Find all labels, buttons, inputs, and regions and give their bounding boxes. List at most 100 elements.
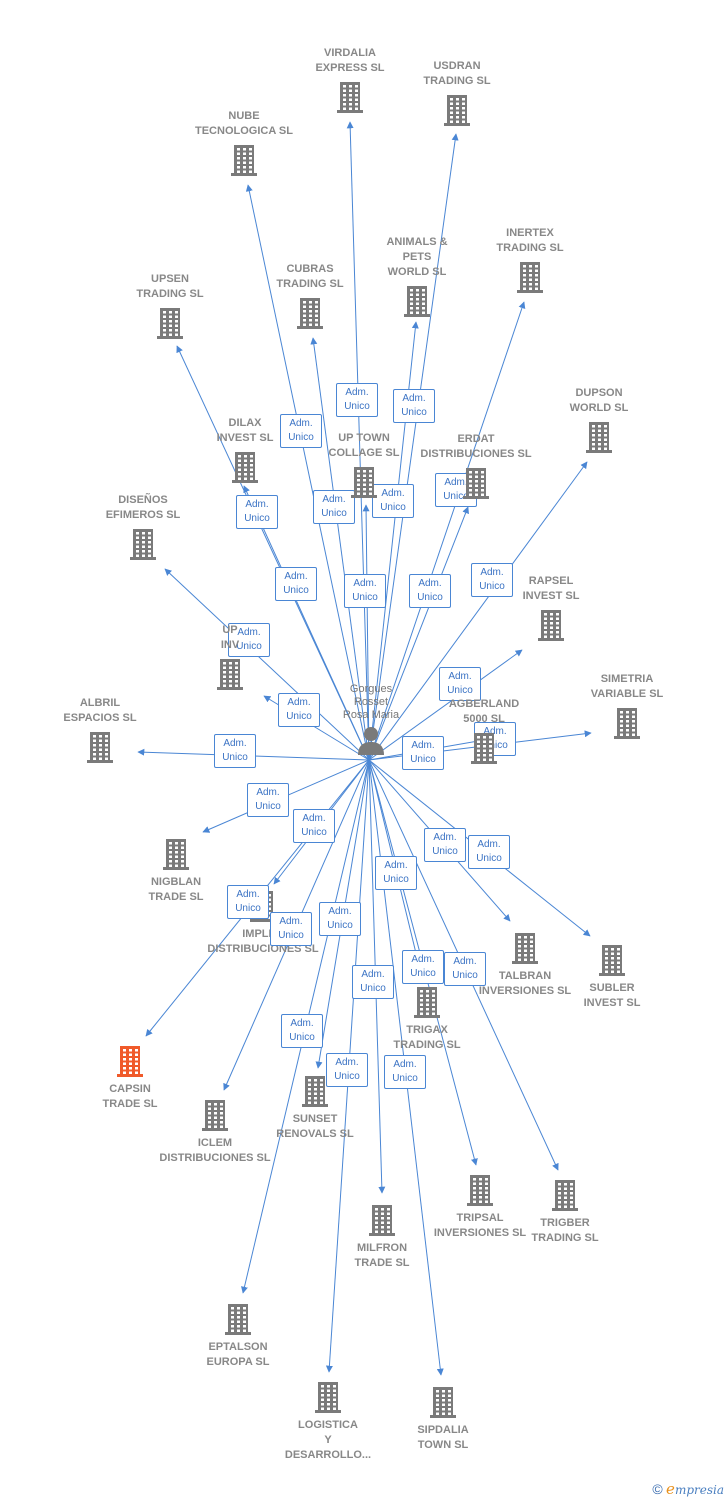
role-badge-capsin[interactable]: Adm. Unico (227, 885, 269, 919)
company-name: IMPLEN DISTRIBUCIONES SL (207, 928, 319, 955)
company-node-milfron[interactable]: MILFRON TRADE SL (307, 1203, 457, 1271)
role-badge-sunset[interactable]: Adm. Unico (319, 902, 361, 936)
role-badge-trigax[interactable]: Adm. Unico (375, 856, 417, 890)
company-node-iclem[interactable]: ICLEM DISTRIBUCIONES SL (140, 1098, 290, 1166)
role-badge-rapsel[interactable]: Adm. Unico (439, 667, 481, 701)
company-name: TRIPSAL INVERSIONES SL (433, 1212, 527, 1239)
edge-usdran (368, 133, 459, 761)
role-badge-uptown[interactable]: Adm. Unico (344, 574, 386, 608)
role-badge-upinv[interactable]: Adm. Unico (278, 693, 320, 727)
company-node-simetria[interactable]: SIMETRIA VARIABLE SL (552, 672, 702, 740)
building-icon (163, 839, 189, 870)
company-node-subler[interactable]: SUBLER INVEST SL (537, 943, 687, 1011)
role-badge-iclem[interactable]: Adm. Unico (270, 912, 312, 946)
building-icon (297, 298, 323, 329)
company-node-sunset[interactable]: SUNSET RENOVALS SL (240, 1074, 390, 1142)
company-node-rapsel[interactable]: RAPSEL INVEST SL (476, 574, 626, 642)
company-node-inertex[interactable]: INERTEX TRADING SL (455, 226, 605, 294)
role-badge-albril[interactable]: Adm. Unico (214, 734, 256, 768)
person-node[interactable]: Gorgues Rosset Rosa Maria (316, 683, 426, 758)
edge-rapsel (368, 649, 523, 761)
company-node-dilax[interactable]: DILAX INVEST SL (170, 416, 320, 484)
company-node-usdran[interactable]: USDRAN TRADING SL (382, 59, 532, 127)
building-icon (351, 467, 377, 498)
role-badge-erdat[interactable]: Adm. Unico (409, 574, 451, 608)
building-icon (217, 659, 243, 690)
company-name: ICLEM DISTRIBUCIONES SL (159, 1137, 271, 1164)
company-name: SIPDALIA TOWN SL (417, 1424, 469, 1451)
edge-disenos (164, 568, 370, 761)
company-name: TRIGBER TRADING SL (531, 1217, 599, 1244)
building-icon (302, 1076, 328, 1107)
role-badge-milfron[interactable]: Adm. Unico (352, 965, 394, 999)
company-node-trigber[interactable]: TRIGBER TRADING SL (490, 1178, 640, 1246)
role-badge-sipdalia[interactable]: Adm. Unico (384, 1055, 426, 1089)
company-name: SUBLER INVEST SL (583, 982, 641, 1009)
building-icon (463, 468, 489, 499)
role-badge-implen[interactable]: Adm. Unico (293, 809, 335, 843)
building-icon (87, 732, 113, 763)
building-icon (202, 1100, 228, 1131)
role-badge-trigber[interactable]: Adm. Unico (444, 952, 486, 986)
company-node-nigblan[interactable]: NIGBLAN TRADE SL (101, 837, 251, 905)
building-icon (517, 262, 543, 293)
role-badge-dupson[interactable]: Adm. Unico (471, 563, 513, 597)
role-badge-subler[interactable]: Adm. Unico (468, 835, 510, 869)
building-icon (157, 308, 183, 339)
role-badge-logistica[interactable]: Adm. Unico (326, 1053, 368, 1087)
role-badge-agberland[interactable]: Adm. Unico (402, 736, 444, 770)
company-node-trigax[interactable]: TRIGAX TRADING SL (352, 985, 502, 1053)
company-node-nube[interactable]: NUBE TECNOLOGICA SL (169, 109, 319, 177)
company-name: TRIGAX TRADING SL (393, 1024, 461, 1051)
company-node-eptalson[interactable]: EPTALSON EUROPA SL (163, 1302, 313, 1370)
company-node-erdat[interactable]: ERDAT DISTRIBUCIONES SL (401, 432, 551, 500)
role-badge-virdalia[interactable]: Adm. Unico (336, 383, 378, 417)
building-icon (586, 422, 612, 453)
role-badge-tripsal[interactable]: Adm. Unico (402, 950, 444, 984)
company-node-upsen[interactable]: UPSEN TRADING SL (95, 272, 245, 340)
role-badge-dilax[interactable]: Adm. Unico (275, 567, 317, 601)
building-icon (130, 529, 156, 560)
role-badge-animals[interactable]: Adm. Unico (372, 484, 414, 518)
company-node-virdalia[interactable]: VIRDALIA EXPRESS SL (275, 46, 425, 114)
edge-nube (245, 184, 370, 761)
role-badge-disenos[interactable]: Adm. Unico (228, 623, 270, 657)
building-icon (231, 145, 257, 176)
company-node-talbran[interactable]: TALBRAN INVERSIONES SL (450, 931, 600, 999)
company-node-albril[interactable]: ALBRIL ESPACIOS SL (25, 696, 175, 764)
building-icon (538, 610, 564, 641)
company-name: AGBERLAND 5000 SL (448, 698, 520, 725)
person-icon (358, 727, 384, 755)
company-node-disenos[interactable]: DISEÑOS EFIMEROS SL (68, 493, 218, 561)
company-name: ALBRIL ESPACIOS SL (63, 697, 137, 724)
building-icon (512, 933, 538, 964)
company-node-agberland[interactable]: AGBERLAND 5000 SL (409, 697, 559, 765)
company-node-tripsal[interactable]: TRIPSAL INVERSIONES SL (405, 1173, 555, 1241)
building-icon (471, 733, 497, 764)
company-name: TALBRAN INVERSIONES SL (478, 970, 572, 997)
role-badge-cubras[interactable]: Adm. Unico (313, 490, 355, 524)
role-badge-upsen[interactable]: Adm. Unico (236, 495, 278, 529)
role-badge-usdran[interactable]: Adm. Unico (393, 389, 435, 423)
company-node-animals[interactable]: ANIMALS & PETS WORLD SL (342, 235, 492, 318)
company-node-sipdalia[interactable]: SIPDALIA TOWN SL (368, 1385, 518, 1453)
building-icon (414, 987, 440, 1018)
role-badge-nube[interactable]: Adm. Unico (280, 414, 322, 448)
role-badge-talbran[interactable]: Adm. Unico (424, 828, 466, 862)
edge-uptown (362, 504, 370, 761)
company-name: DUPSON WORLD SL (569, 387, 629, 414)
company-node-cubras[interactable]: CUBRAS TRADING SL (235, 262, 385, 330)
brand-logo-initial: e (666, 1480, 675, 1498)
company-name: DILAX INVEST SL (216, 417, 274, 444)
role-badge-eptalson[interactable]: Adm. Unico (281, 1014, 323, 1048)
company-name: CAPSIN TRADE SL (102, 1083, 158, 1110)
company-name: ERDAT DISTRIBUCIONES SL (420, 433, 532, 460)
company-node-dupson[interactable]: DUPSON WORLD SL (524, 386, 674, 454)
company-name: DISEÑOS EFIMEROS SL (105, 494, 181, 521)
company-node-logistica[interactable]: LOGISTICA Y DESARROLLO... (253, 1380, 403, 1463)
company-node-upinv[interactable]: UP INV (155, 623, 305, 691)
company-name: CUBRAS TRADING SL (276, 263, 344, 290)
company-node-capsin[interactable]: CAPSIN TRADE SL (55, 1044, 205, 1112)
role-badge-nigblan[interactable]: Adm. Unico (247, 783, 289, 817)
company-node-uptown[interactable]: UP TOWN COLLAGE SL (289, 431, 439, 499)
